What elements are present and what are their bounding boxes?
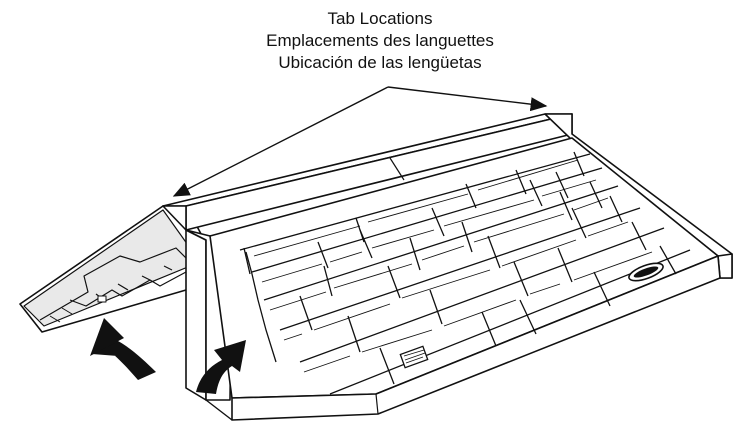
label-plate bbox=[399, 345, 429, 369]
curved-arrow-icon bbox=[196, 340, 246, 394]
curved-arrow-icon bbox=[90, 318, 156, 380]
pointer-lines bbox=[172, 86, 548, 197]
pointer-line-left bbox=[172, 86, 389, 197]
caption-english: Tab Locations bbox=[327, 9, 433, 28]
shingle-grid bbox=[239, 151, 691, 395]
pointer-line-right bbox=[387, 86, 548, 112]
left-roof-panel bbox=[19, 205, 215, 333]
logo-badge bbox=[628, 262, 664, 282]
caption-spanish: Ubicación de las lengüetas bbox=[278, 53, 482, 72]
caption-french: Emplacements des languettes bbox=[266, 31, 494, 50]
